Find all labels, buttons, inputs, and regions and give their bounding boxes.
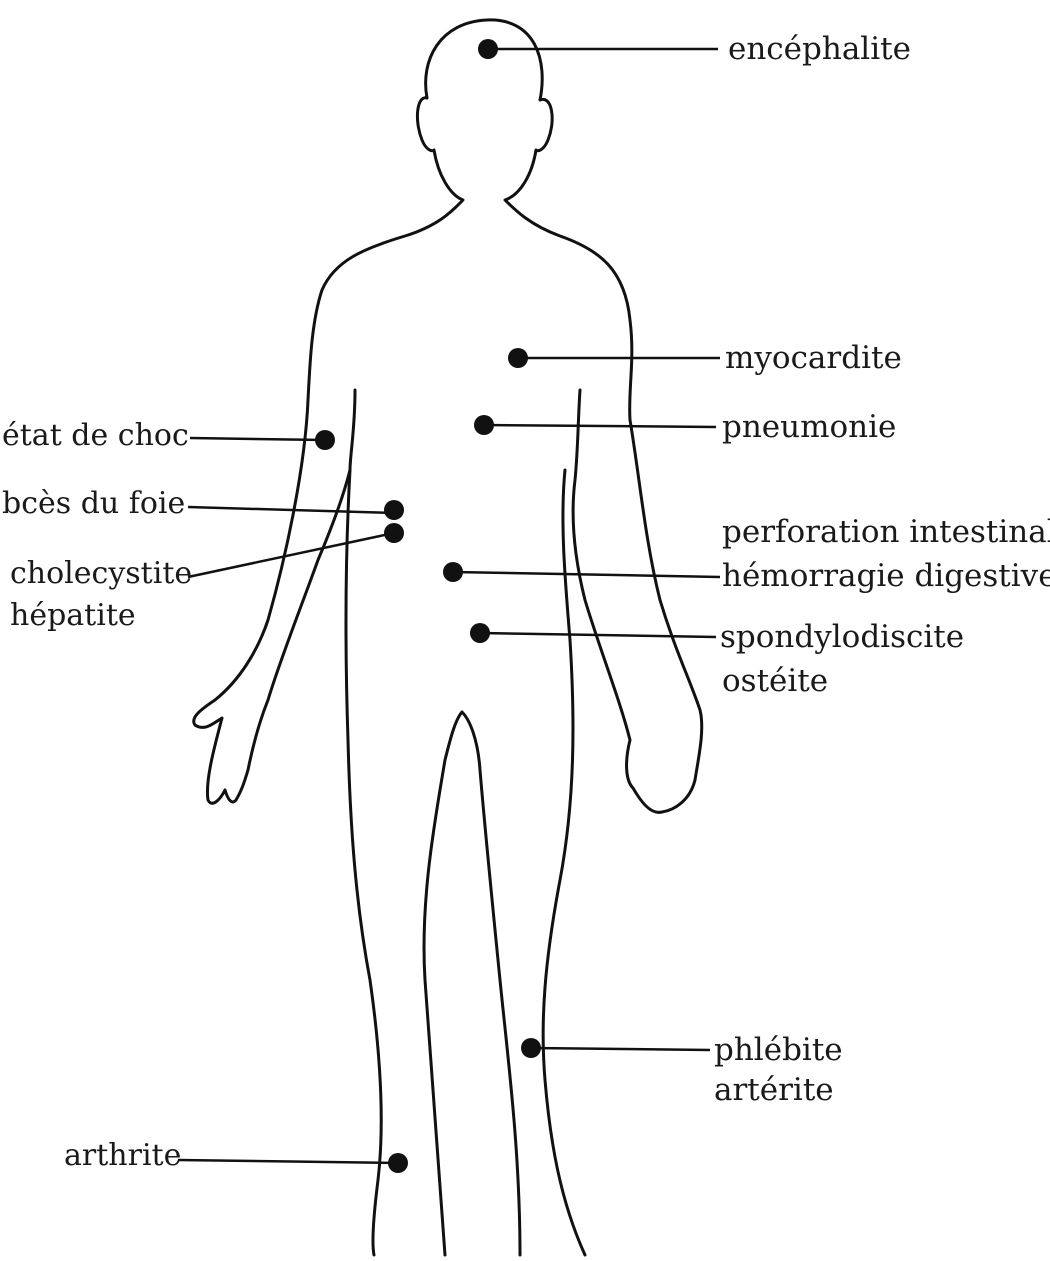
label-perforation-intestinale: perforation intestinale — [722, 514, 1050, 550]
label-hemorragie-digestive: hémorragie digestive — [722, 558, 1050, 594]
marker-myocardite — [508, 348, 720, 368]
marker-phlebite — [521, 1038, 710, 1058]
label-myocardite: myocardite — [725, 340, 902, 376]
head-and-torso-outline — [424, 712, 520, 1255]
label-arterite: artérite — [714, 1072, 834, 1108]
marker-encephalite — [478, 39, 718, 59]
label-etat-de-choc: état de choc — [2, 418, 189, 453]
marker-arthrite — [178, 1153, 408, 1173]
label-hepatite: hépatite — [10, 598, 136, 633]
marker-etat-de-choc — [190, 430, 335, 450]
label-arthrite: arthrite — [64, 1138, 181, 1173]
label-pneumonie: pneumonie — [722, 409, 896, 445]
label-spondylodiscite: spondylodiscite — [720, 619, 964, 655]
body-silhouette-outline — [426, 20, 702, 812]
label-phlebite: phlébite — [714, 1032, 843, 1068]
left-leg-outline — [346, 470, 381, 1255]
marker-cholecystite — [188, 523, 404, 577]
label-cholecystite: cholecystite — [10, 556, 192, 591]
left-arm-inner-outline — [350, 390, 355, 470]
label-abces-du-foie: bcès du foie — [2, 486, 185, 521]
label-encephalite: encéphalite — [728, 31, 911, 67]
right-side-leg-outline — [543, 470, 585, 1255]
left-side-outline — [194, 98, 463, 804]
marker-pneumonie — [474, 415, 716, 435]
label-osteite: ostéite — [722, 663, 828, 699]
